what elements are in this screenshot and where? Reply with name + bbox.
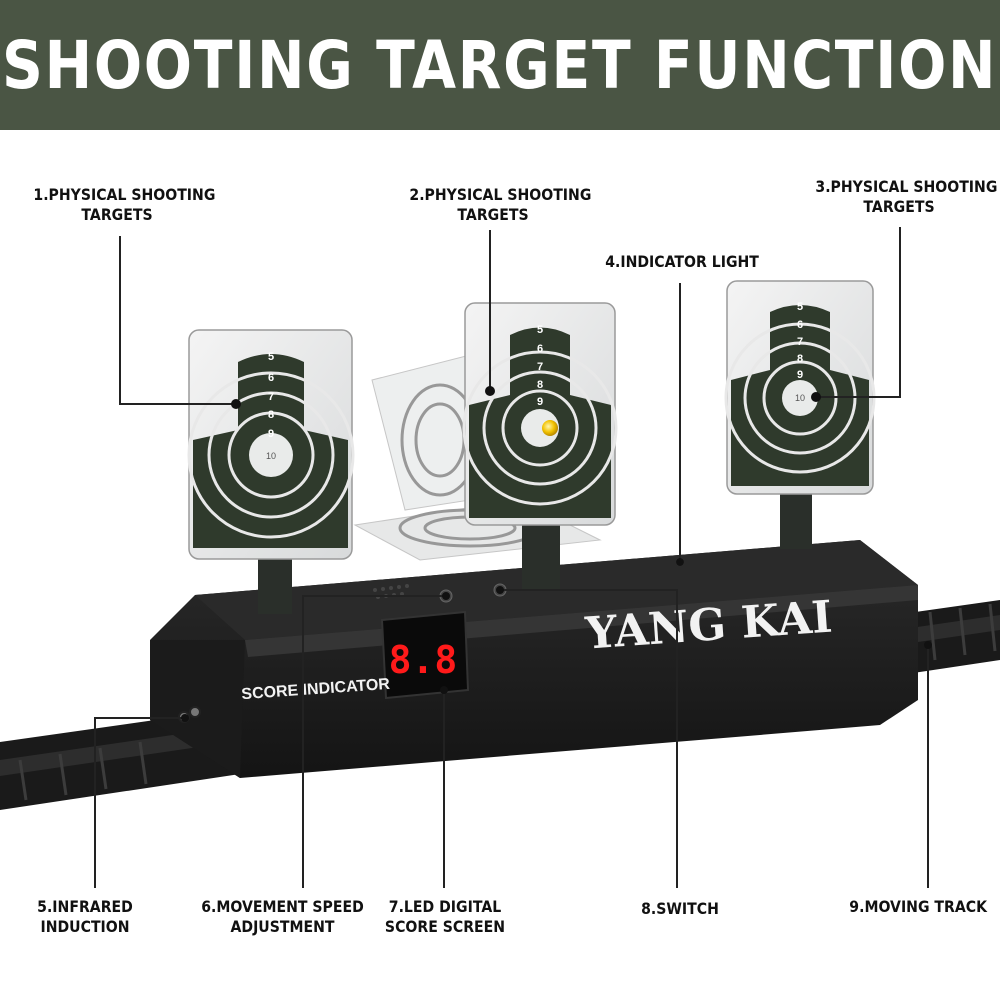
ring-number: 5 bbox=[537, 324, 543, 336]
label-indicator-light: 4.INDICATOR LIGHT bbox=[605, 252, 759, 271]
target-posts bbox=[258, 487, 812, 614]
bb-pellet bbox=[542, 420, 558, 436]
label-infrared-induction: 5.INFRARED INDUCTION bbox=[37, 897, 133, 936]
target-board-2: 5 6 7 8 9 bbox=[462, 302, 618, 526]
ring-number: 7 bbox=[797, 336, 803, 348]
label-switch: 8.SWITCH bbox=[641, 899, 719, 918]
ring-number: 9 bbox=[797, 369, 803, 381]
ring-number: 8 bbox=[797, 353, 803, 365]
ring-number: 10 bbox=[795, 393, 805, 403]
ring-number: 6 bbox=[797, 319, 803, 331]
ring-number: 7 bbox=[537, 361, 543, 373]
ring-number: 6 bbox=[268, 372, 274, 384]
ring-number: 10 bbox=[266, 451, 276, 461]
ring-number: 8 bbox=[268, 409, 274, 421]
ring-number: 9 bbox=[537, 396, 543, 408]
label-led-score-screen: 7.LED DIGITAL SCORE SCREEN bbox=[384, 897, 506, 936]
ring-number: 5 bbox=[268, 351, 274, 363]
title-banner: SHOOTING TARGET FUNCTION bbox=[0, 0, 1000, 130]
ring-number: 6 bbox=[537, 343, 543, 355]
callout-dots bbox=[181, 386, 932, 722]
infrared-sensor bbox=[189, 706, 201, 718]
led-display: 8.8 bbox=[389, 638, 458, 682]
ring-number: 5 bbox=[797, 301, 803, 313]
ring-number: 8 bbox=[537, 379, 543, 391]
ring-number: 7 bbox=[268, 391, 274, 403]
led-score-screen bbox=[380, 610, 470, 700]
target-board-1: 5 6 7 8 9 10 bbox=[187, 329, 355, 560]
ring-number: 9 bbox=[268, 428, 274, 440]
label-movement-speed: 6.MOVEMENT SPEED ADJUSTMENT bbox=[201, 897, 364, 936]
target-board-3: 5 6 7 8 9 10 bbox=[724, 280, 876, 495]
label-moving-track: 9.MOVING TRACK bbox=[849, 897, 988, 916]
label-target-2: 2.PHYSICAL SHOOTING TARGETS bbox=[409, 185, 592, 224]
label-target-3: 3.PHYSICAL SHOOTING TARGETS bbox=[815, 177, 998, 216]
label-target-1: 1.PHYSICAL SHOOTING TARGETS bbox=[33, 185, 216, 224]
callout-lines bbox=[94, 227, 929, 888]
banner-title: SHOOTING TARGET FUNCTION bbox=[2, 26, 998, 104]
